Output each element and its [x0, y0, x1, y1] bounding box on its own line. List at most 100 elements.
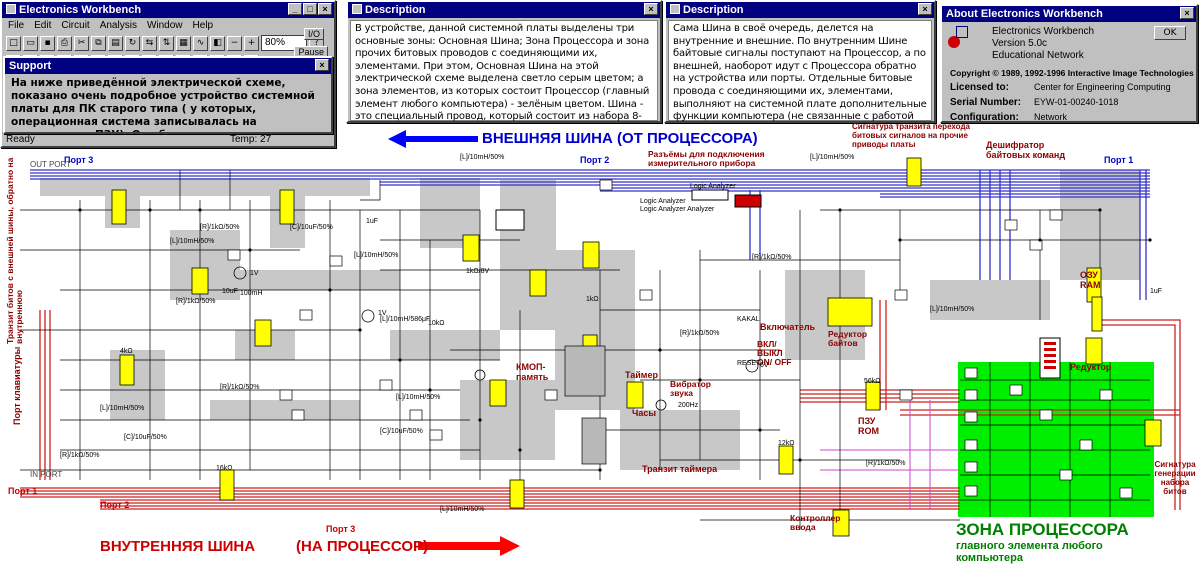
description-window-1[interactable]: Description × В устройстве, данной систе… [346, 0, 662, 123]
print-icon[interactable]: ⎙ [57, 35, 72, 51]
graph-icon[interactable]: ∿ [193, 35, 208, 51]
support-close-button[interactable]: × [315, 59, 329, 71]
blue-bus-lines [30, 169, 1150, 300]
label-r4k: 4kΩ [120, 348, 133, 355]
word-generator-box [495, 209, 525, 231]
label-res-7: [R]/1kΩ/50% [176, 298, 216, 305]
desc2-titlebar[interactable]: Description × [666, 2, 934, 18]
ext-bus-label: ВНЕШНЯЯ ШИНА (ОТ ПРОЦЕССОРА) [482, 130, 758, 147]
label-transit-sig: Сигнатура транзита перехода битовых сигн… [852, 122, 970, 149]
about-titlebar[interactable]: About Electronics Workbench × [942, 6, 1196, 22]
label-onoff: ВКЛ/ ВЫКЛ ON/ OFF [757, 339, 792, 367]
label-res-5: [L]/10mH/50% [170, 238, 215, 245]
menu-edit[interactable]: Edit [34, 20, 52, 31]
label-timer-transit: Транзит таймера [642, 464, 718, 474]
menu-window[interactable]: Window [146, 20, 183, 31]
menubar: File Edit Circuit Analysis Window Help [2, 18, 334, 33]
flip-h-icon[interactable]: ⇆ [142, 35, 157, 51]
copy-icon[interactable]: ⧉ [91, 35, 106, 51]
power-switch-icon[interactable]: I/O [303, 28, 324, 40]
about-body: Electronics Workbench Version 5.0c Educa… [942, 22, 1196, 123]
label-int-bus-b: (НА ПРОЦЕССОР) [296, 538, 429, 555]
serial-value: EYW-01-00240-1018 [1034, 97, 1119, 107]
label-reducer-bytes: Редуктор байтов [828, 329, 868, 348]
label-c100: 100mH [240, 290, 263, 297]
support-window[interactable]: Support × На ниже приведённой электричес… [3, 56, 333, 134]
ext-bus-arrow [388, 130, 478, 148]
menu-analysis[interactable]: Analysis [99, 20, 137, 31]
hex-display-box [734, 194, 762, 208]
label-res-19: [L]/10mH/586μF [380, 316, 431, 323]
label-r56k: 56kΩ [864, 378, 881, 385]
label-cpu-zone: ЗОНА ПРОЦЕССОРА [956, 520, 1129, 539]
label-timer: Таймер [625, 370, 658, 380]
component-props-icon[interactable]: ◧ [210, 35, 225, 51]
menu-file[interactable]: File [8, 20, 25, 31]
desc1-text: В устройстве, данной системной платы выд… [350, 20, 658, 121]
about-window[interactable]: About Electronics Workbench × Electronic… [940, 4, 1198, 123]
label-reducer: Редуктор [1070, 362, 1112, 372]
label-kbd-port: Порт клавиатуры [12, 346, 22, 425]
toolbar-main: □ ▭ ▪ ⎙ ✂ ⧉ ▤ ↻ ⇆ ⇅ ▦ ∿ ◧ − + 80% ? [2, 33, 334, 53]
support-titlebar[interactable]: Support × [5, 58, 331, 74]
label-res-11: [R]/1kΩ/50% [60, 452, 100, 459]
gray-ics [564, 345, 607, 465]
config-label: Configuration: [950, 112, 1019, 123]
subcircuit-icon[interactable]: ▦ [176, 35, 191, 51]
label-res-17: [L]/10mH/50% [440, 506, 485, 513]
label-port2-top: Порт 2 [580, 155, 610, 165]
label-meters: Разъёмы для подключения измерительного п… [648, 149, 765, 168]
cut-icon[interactable]: ✂ [74, 35, 89, 51]
label-vibrator: Вибратор звука [670, 379, 711, 398]
minimize-button[interactable]: _ [288, 3, 302, 15]
yellow-chips [111, 157, 1162, 537]
new-file-icon[interactable]: □ [6, 35, 21, 51]
label-cpu-zone-sub: главного элемента любого компьютера [956, 540, 1103, 564]
menu-help[interactable]: Help [192, 20, 214, 31]
schematic-drawing [20, 157, 1181, 556]
support-text: На ниже приведённой электрической схеме,… [5, 74, 331, 132]
label-port2-bottom: Порт 2 [100, 500, 130, 510]
zoom-in-icon[interactable]: + [244, 35, 259, 51]
about-ok-button[interactable]: OK [1154, 26, 1186, 40]
label-hz: 200Hz [678, 402, 699, 409]
label-sig-gen: Сигнатура генерации набора битов [1154, 460, 1196, 496]
label-res-1: [L]/10mH/50% [460, 154, 505, 161]
status-left: Ready [6, 134, 35, 145]
about-close-button[interactable]: × [1180, 7, 1194, 19]
desc1-close-button[interactable]: × [644, 3, 658, 15]
label-out-port: OUT PORT [30, 160, 72, 169]
save-icon[interactable]: ▪ [40, 35, 55, 51]
menu-circuit[interactable]: Circuit [61, 20, 90, 31]
label-ram: ОЗУ RAM [1080, 270, 1101, 290]
close-button[interactable]: × [318, 3, 332, 15]
label-res-3: [R]/1kΩ/50% [200, 224, 240, 231]
flip-v-icon[interactable]: ⇅ [159, 35, 174, 51]
ewb-titlebar[interactable]: Electronics Workbench _□× [2, 2, 334, 18]
paste-icon[interactable]: ▤ [108, 35, 123, 51]
rotate-icon[interactable]: ↻ [125, 35, 140, 51]
label-port3-top: Порт 3 [64, 155, 94, 165]
label-switch: Включатель [760, 322, 816, 332]
label-input-ctrl: Контроллер ввода [790, 513, 841, 532]
about-version: Version 5.0c [992, 38, 1048, 49]
maximize-button[interactable]: □ [303, 3, 317, 15]
desc1-icon [352, 4, 362, 14]
about-product: Electronics Workbench [992, 26, 1095, 37]
description-window-2[interactable]: Description × Сама Шина в своё очередь, … [664, 0, 936, 123]
zoom-out-icon[interactable]: − [227, 35, 242, 51]
app-icon [6, 4, 16, 14]
statusbar: Ready Temp: 27 [2, 132, 334, 146]
reducer-bars [1044, 342, 1056, 369]
open-folder-icon[interactable]: ▭ [23, 35, 38, 51]
desc1-titlebar[interactable]: Description × [348, 2, 660, 18]
schematic-canvas[interactable]: Порт 3 Порт 2 Порт 1 OUT PORT IN PORT Ра… [0, 122, 1200, 571]
label-c1uf: 1uF [366, 218, 379, 225]
label-logic-analyzer-2: Logic Analyzer [640, 198, 686, 205]
logic-gates [227, 179, 1133, 499]
label-r12k: 12kΩ [778, 440, 795, 447]
label-r16k: 16kΩ [216, 465, 233, 472]
label-1v-a: 1V [250, 270, 259, 277]
desc2-close-button[interactable]: × [918, 3, 932, 15]
about-edition: Educational Network [992, 50, 1084, 61]
